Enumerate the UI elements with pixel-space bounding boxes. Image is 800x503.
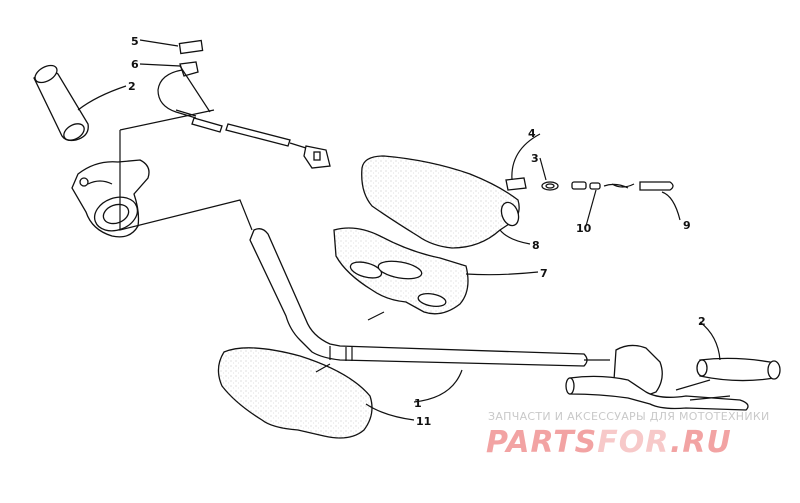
callout-labels: 1 2 2 3 4 5 6 7 8 9 10 11 <box>128 35 706 428</box>
leader-lines <box>77 39 721 421</box>
handlebar-pad <box>361 155 520 249</box>
pad-bracket <box>333 227 469 315</box>
watermark-brand: PARTSFOR.RU <box>486 425 732 460</box>
watermark-subtitle: ЗАПЧАСТИ И АКСЕССУАРЫ ДЛЯ МОТОТЕХНИКИ <box>488 410 770 423</box>
callout-4: 4 <box>528 127 536 140</box>
callout-1: 1 <box>414 397 422 410</box>
crossbar-pad <box>217 347 373 439</box>
callout-8: 8 <box>532 239 540 252</box>
watermark-brand-for: FOR <box>597 425 670 460</box>
watermark-brand-ru: .RU <box>670 425 732 460</box>
callout-7: 7 <box>540 267 548 280</box>
callout-3: 3 <box>531 152 539 165</box>
callout-6: 6 <box>131 58 139 71</box>
right-grip <box>696 357 781 382</box>
small-hardware <box>505 177 674 191</box>
callout-10: 10 <box>576 222 592 235</box>
left-housing <box>71 159 150 238</box>
callout-5: 5 <box>131 35 139 48</box>
right-housing <box>565 344 749 411</box>
switch-assembly <box>157 39 331 169</box>
callout-9: 9 <box>683 219 691 232</box>
handlebar <box>249 228 588 367</box>
left-grip <box>33 64 89 142</box>
callout-2-right: 2 <box>698 315 706 328</box>
callout-2-left: 2 <box>128 80 136 93</box>
watermark: ЗАПЧАСТИ И АКСЕССУАРЫ ДЛЯ МОТОТЕХНИКИ PA… <box>486 410 770 460</box>
callout-11: 11 <box>416 415 431 428</box>
watermark-brand-parts: PARTS <box>486 425 597 460</box>
